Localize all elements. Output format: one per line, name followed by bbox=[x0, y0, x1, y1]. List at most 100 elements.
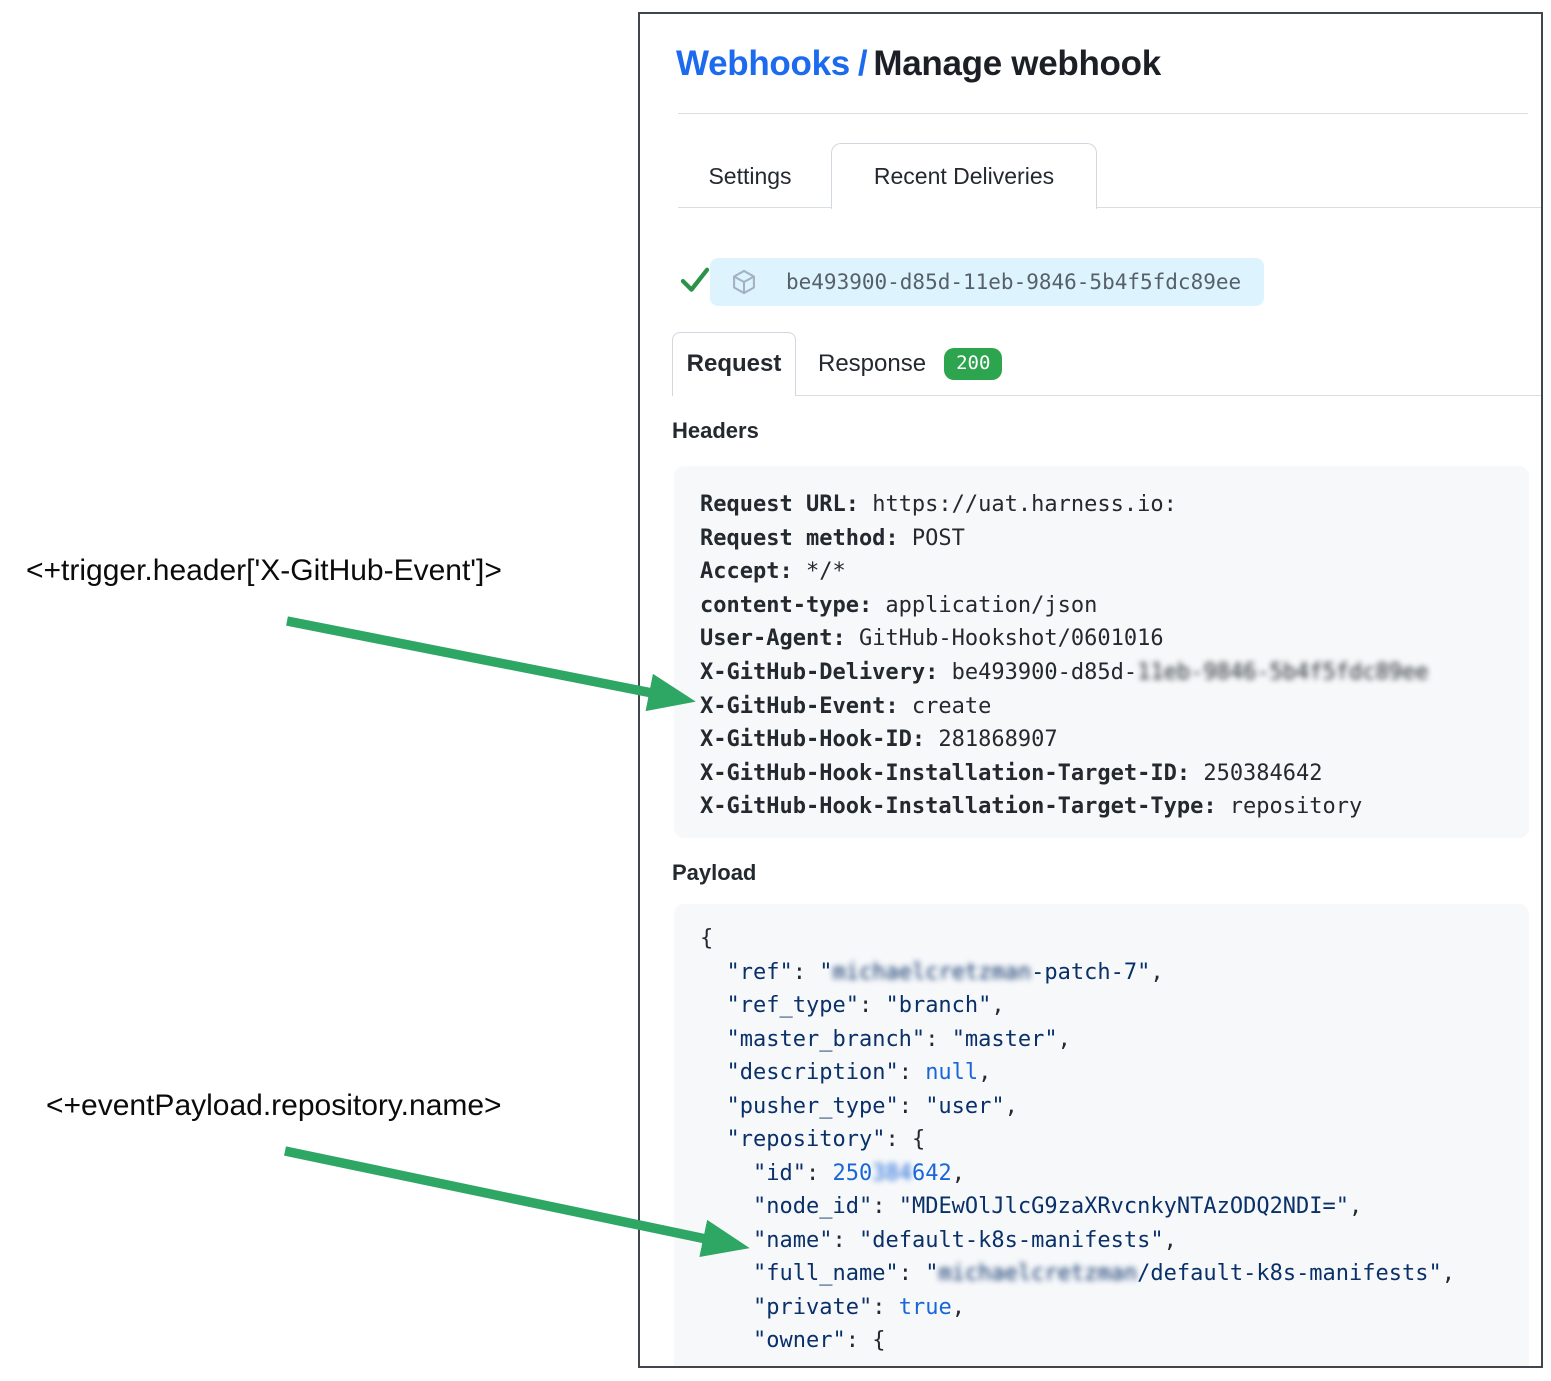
payload-token: , bbox=[1057, 1026, 1071, 1052]
payload-token bbox=[700, 1127, 727, 1152]
header-row: X-GitHub-Hook-Installation-Target-ID: 25… bbox=[700, 757, 1529, 791]
tab-settings[interactable]: Settings bbox=[708, 163, 792, 189]
payload-token bbox=[700, 1328, 753, 1353]
header-key: X-GitHub-Hook-Installation-Target-ID: bbox=[700, 760, 1191, 786]
payload-token bbox=[700, 1295, 753, 1320]
header-value: https://uat.harness.io: bbox=[858, 492, 1177, 517]
headers-box: Request URL: https://uat.harness.io:Requ… bbox=[674, 466, 1529, 838]
payload-token: "full_name" bbox=[752, 1261, 899, 1286]
payload-token bbox=[700, 1161, 753, 1186]
payload-token bbox=[700, 993, 727, 1018]
success-check-icon bbox=[678, 262, 712, 296]
payload-token bbox=[700, 1228, 753, 1253]
header-key: User-Agent: bbox=[700, 626, 846, 652]
payload-token: "pusher_type" bbox=[726, 1093, 899, 1119]
payload-token: , bbox=[1441, 1261, 1456, 1286]
payload-section-title: Payload bbox=[672, 860, 757, 885]
payload-token: "owner" bbox=[752, 1328, 846, 1353]
payload-token: { bbox=[700, 926, 714, 951]
header-value: GitHub-Hookshot/0601016 bbox=[845, 626, 1164, 652]
title-divider bbox=[678, 113, 1528, 114]
header-value: be493900-d85d- bbox=[938, 659, 1138, 685]
payload-token: "user" bbox=[925, 1093, 1005, 1119]
payload-token: michaelcretzman bbox=[832, 959, 1032, 985]
payload-token bbox=[700, 1027, 727, 1052]
payload-token: , bbox=[1150, 959, 1164, 985]
payload-token: : bbox=[925, 1026, 952, 1052]
payload-token: "ref_type" bbox=[726, 993, 859, 1018]
payload-token: " bbox=[819, 959, 833, 985]
payload-line: "node_id": "MDEwOlJlcG9zaXRvcnkyNTAzODQ2… bbox=[700, 1190, 1529, 1224]
header-key: Request method: bbox=[700, 525, 899, 551]
payload-token: 250 bbox=[832, 1160, 873, 1186]
payload-line: "full_name": "michaelcretzman/default-k8… bbox=[700, 1257, 1529, 1291]
payload-token bbox=[700, 960, 727, 985]
payload-token: : { bbox=[845, 1328, 886, 1353]
payload-token: , bbox=[951, 1160, 965, 1186]
payload-token: "MDEwOlJlcG9zaXRvcnkyNTAzODQ2NDI=" bbox=[898, 1194, 1350, 1219]
payload-token: null bbox=[925, 1060, 979, 1085]
payload-line: "ref_type": "branch", bbox=[700, 989, 1529, 1023]
header-key: X-GitHub-Hook-ID: bbox=[700, 727, 926, 753]
payload-token: , bbox=[978, 1060, 992, 1085]
payload-token: , bbox=[1163, 1227, 1177, 1253]
trigger-expression-label: <+trigger.header['X-GitHub-Event']> bbox=[26, 554, 502, 587]
payload-token bbox=[700, 1094, 727, 1119]
header-row: Request method: POST bbox=[700, 522, 1529, 556]
payload-line: "description": null, bbox=[700, 1056, 1529, 1090]
payload-line: { bbox=[700, 922, 1529, 956]
header-row: Request URL: https://uat.harness.io: bbox=[700, 488, 1529, 522]
tab-request[interactable]: Request bbox=[672, 332, 796, 396]
headers-content: Request URL: https://uat.harness.io:Requ… bbox=[700, 488, 1529, 824]
header-value: 281868907 bbox=[925, 727, 1058, 753]
breadcrumb-separator: / bbox=[857, 44, 868, 83]
header-value: create bbox=[898, 693, 992, 719]
payload-token: 642 bbox=[911, 1160, 952, 1186]
payload-token: , bbox=[1349, 1194, 1363, 1219]
payload-token: "master_branch" bbox=[726, 1026, 926, 1052]
webhooks-link[interactable]: Webhooks bbox=[676, 44, 850, 83]
payload-token: "id" bbox=[752, 1160, 806, 1186]
header-value: */* bbox=[792, 559, 846, 585]
tab-recent-deliveries[interactable]: Recent Deliveries bbox=[831, 143, 1097, 209]
header-key: Request URL: bbox=[700, 492, 859, 517]
header-key: X-GitHub-Event: bbox=[700, 693, 899, 719]
payload-token: : bbox=[898, 1261, 926, 1286]
payload-token: /default-k8s-manifests" bbox=[1137, 1261, 1442, 1286]
payload-token: "node_id" bbox=[752, 1194, 873, 1219]
payload-token: : bbox=[858, 993, 886, 1018]
header-row: X-GitHub-Event: create bbox=[700, 690, 1529, 724]
payload-token: michaelcretzman bbox=[938, 1261, 1138, 1286]
payload-token: , bbox=[991, 993, 1005, 1018]
payload-token: 384 bbox=[872, 1160, 912, 1186]
payload-token: : bbox=[792, 959, 820, 985]
payload-token: : bbox=[898, 1060, 926, 1085]
header-row: Accept: */* bbox=[700, 555, 1529, 589]
payload-token: , bbox=[1004, 1093, 1018, 1119]
trigger-arrow bbox=[286, 616, 696, 712]
payload-line: "id": 250384642, bbox=[700, 1157, 1529, 1191]
response-status-badge: 200 bbox=[944, 348, 1003, 380]
payload-token: "default-k8s-manifests" bbox=[858, 1227, 1164, 1253]
payload-token: -patch-7" bbox=[1031, 959, 1151, 985]
payload-token bbox=[700, 1060, 727, 1085]
header-row: content-type: application/json bbox=[700, 589, 1529, 623]
delivery-row: be493900-d85d-11eb-9846-5b4f5fdc89ee bbox=[640, 254, 1541, 310]
headers-section-title: Headers bbox=[672, 418, 759, 443]
payload-token: "name" bbox=[752, 1227, 833, 1253]
delivery-id-pill[interactable]: be493900-d85d-11eb-9846-5b4f5fdc89ee bbox=[710, 258, 1264, 306]
payload-line: "private": true, bbox=[700, 1291, 1529, 1325]
payload-line: "pusher_type": "user", bbox=[700, 1090, 1529, 1124]
header-key: X-GitHub-Delivery: bbox=[700, 659, 939, 685]
header-value: 250384642 bbox=[1190, 760, 1323, 786]
payload-token: : bbox=[898, 1093, 926, 1119]
payload-box: { "ref": "michaelcretzman-patch-7", "ref… bbox=[674, 904, 1529, 1366]
payload-line: "repository": { bbox=[700, 1123, 1529, 1157]
header-key: Accept: bbox=[700, 559, 793, 585]
payload-token: : bbox=[805, 1160, 833, 1186]
header-key: X-GitHub-Hook-Installation-Target-Type: bbox=[700, 794, 1217, 820]
payload-line: "ref": "michaelcretzman-patch-7", bbox=[700, 956, 1529, 990]
header-value: repository bbox=[1216, 794, 1363, 820]
header-value: application/json bbox=[872, 592, 1098, 618]
tab-response[interactable]: Response 200 bbox=[818, 332, 1003, 396]
